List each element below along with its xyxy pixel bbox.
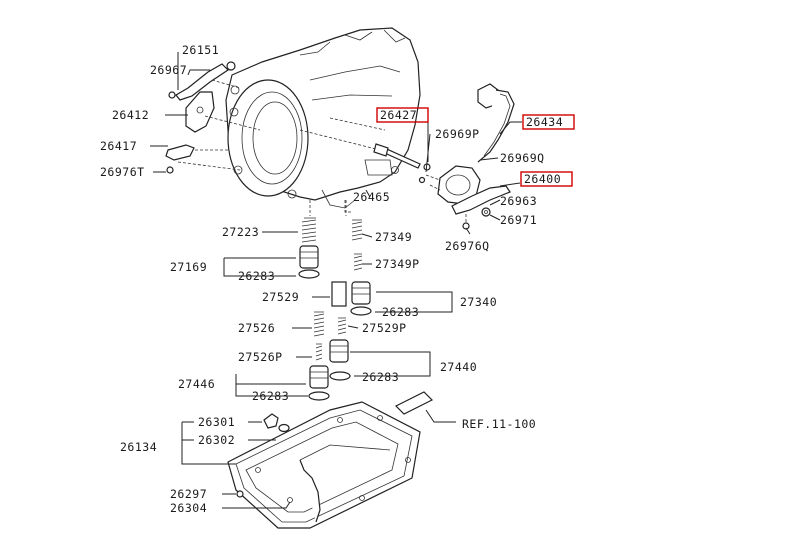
part-label-26976T[interactable]: 26976T <box>100 165 145 179</box>
oil-pan-drawing <box>227 391 434 529</box>
part-label-26969Q[interactable]: 26969Q <box>500 151 545 165</box>
part-label-26412[interactable]: 26412 <box>112 108 149 122</box>
part-label-26304[interactable]: 26304 <box>170 501 207 515</box>
highlight-box-26427 <box>376 107 429 123</box>
part-label-27169[interactable]: 27169 <box>170 260 207 274</box>
highlight-box-26400 <box>520 171 573 187</box>
part-label-26283-c[interactable]: 26283 <box>362 370 399 384</box>
part-label-26302[interactable]: 26302 <box>198 433 235 447</box>
part-label-27529[interactable]: 27529 <box>262 290 299 304</box>
part-label-26283-d[interactable]: 26283 <box>252 389 289 403</box>
part-label-26134[interactable]: 26134 <box>120 440 157 454</box>
part-label-26976Q[interactable]: 26976Q <box>445 239 490 253</box>
part-label-27349P[interactable]: 27349P <box>375 257 420 271</box>
part-label-26417[interactable]: 26417 <box>100 139 137 153</box>
part-label-27446[interactable]: 27446 <box>178 377 215 391</box>
part-label-26400[interactable]: 26400 <box>524 172 561 186</box>
part-label-27349[interactable]: 27349 <box>375 230 412 244</box>
part-label-26301[interactable]: 26301 <box>198 415 235 429</box>
part-label-26465[interactable]: 26465 <box>353 190 390 204</box>
part-label-ref-11-100[interactable]: REF.11-100 <box>462 417 536 431</box>
part-labels: 26151 26967 26412 26417 26976T 26427 269… <box>100 43 563 515</box>
part-label-26283-b[interactable]: 26283 <box>382 305 419 319</box>
part-label-26427[interactable]: 26427 <box>380 108 417 122</box>
part-label-26969P[interactable]: 26969P <box>435 127 480 141</box>
sensor-bracket-parts <box>165 61 261 174</box>
part-label-27340[interactable]: 27340 <box>460 295 497 309</box>
part-label-27526[interactable]: 27526 <box>238 321 275 335</box>
part-label-26283-a[interactable]: 26283 <box>238 269 275 283</box>
highlight-box-26434 <box>522 114 575 130</box>
part-label-27526P[interactable]: 27526P <box>238 350 283 364</box>
leader-lines <box>150 52 522 509</box>
part-label-26151[interactable]: 26151 <box>182 43 219 57</box>
valve-harness-assembly <box>425 83 515 230</box>
part-label-26971[interactable]: 26971 <box>500 213 537 227</box>
part-label-27529P[interactable]: 27529P <box>362 321 407 335</box>
part-label-26967[interactable]: 26967 <box>150 63 187 77</box>
transmission-case-drawing <box>225 27 421 209</box>
part-label-26963[interactable]: 26963 <box>500 194 537 208</box>
part-label-27223[interactable]: 27223 <box>222 225 259 239</box>
part-label-26297[interactable]: 26297 <box>170 487 207 501</box>
accumulator-parts <box>298 200 372 401</box>
shaft-and-seal <box>299 117 431 213</box>
part-label-26434[interactable]: 26434 <box>526 115 563 129</box>
part-label-27440[interactable]: 27440 <box>440 360 477 374</box>
